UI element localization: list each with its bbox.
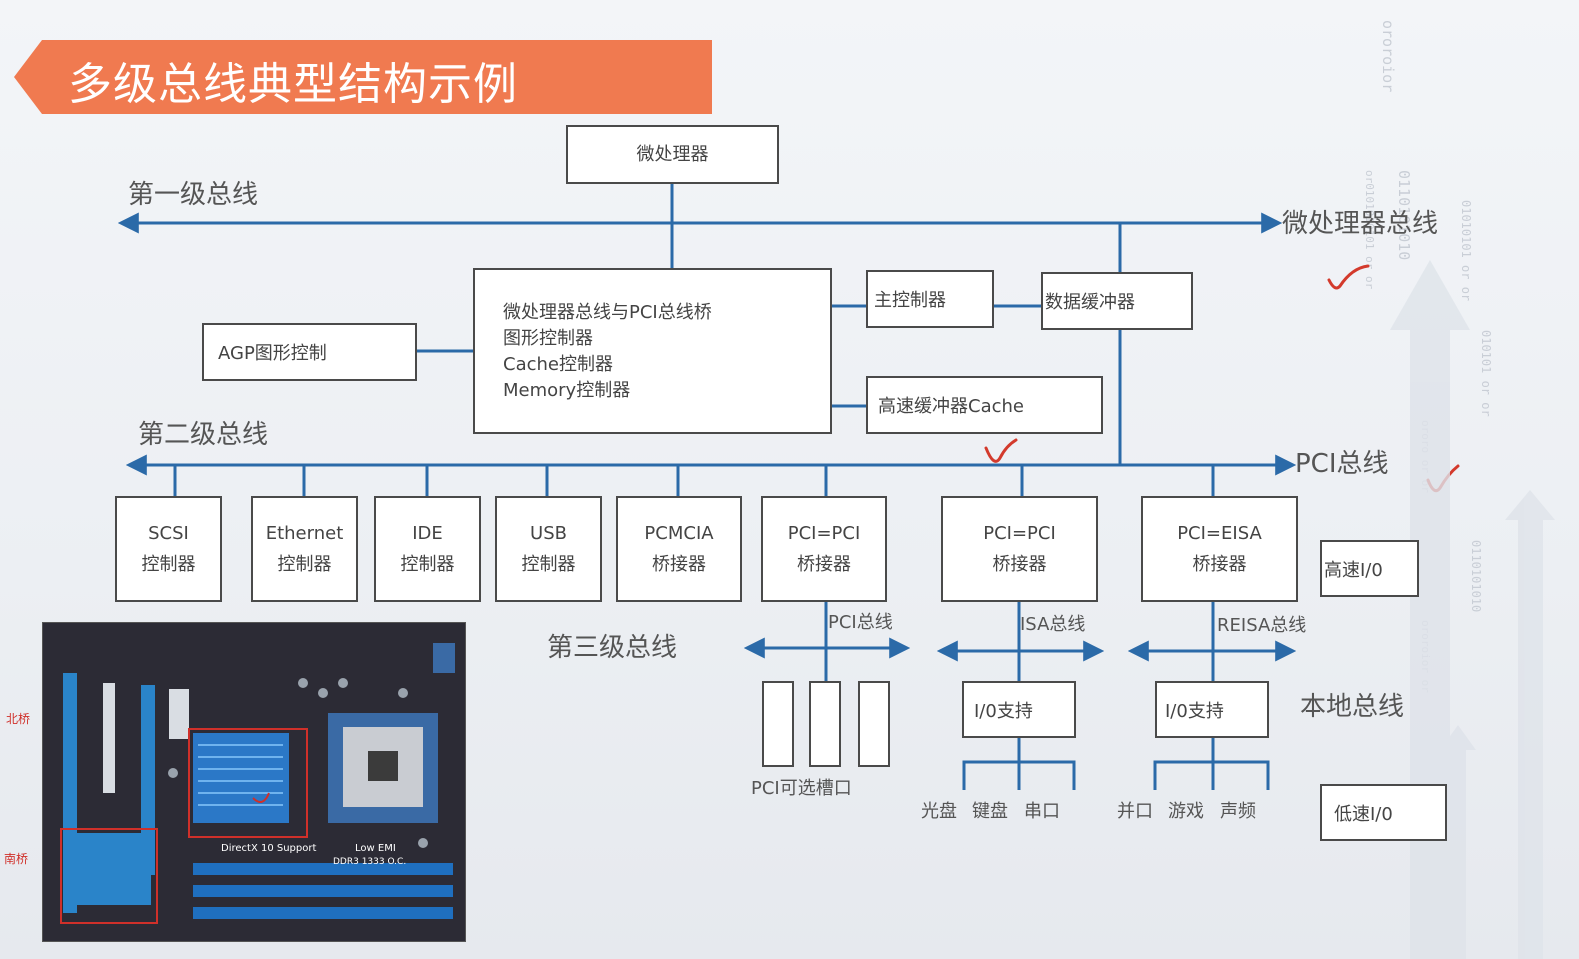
device-name: SCSI <box>148 522 189 544</box>
device-name: USB <box>530 522 567 544</box>
device-name: PCMCIA <box>644 522 714 544</box>
io-keyboard: 键盘 <box>972 801 1008 822</box>
title-banner <box>14 40 712 114</box>
southbridge-label: 南桥 <box>4 852 29 866</box>
pcmcia-bridge-box: PCMCIA 桥接器 <box>616 496 742 602</box>
ethernet-controller-box: Ethernet 控制器 <box>251 496 358 602</box>
io-support-box-2: I/0支持 <box>1155 681 1269 738</box>
io-support-label: I/0支持 <box>974 700 1033 722</box>
pci-eisa-bridge-box: PCI=EISA 桥接器 <box>1141 496 1298 602</box>
main-controller-box: 主控制器 <box>866 270 994 328</box>
device-name: IDE <box>412 522 443 544</box>
northbridge-label: 北桥 <box>6 712 31 726</box>
io-support-label: I/0支持 <box>1165 700 1224 722</box>
page-title: 多级总线典型结构示例 <box>68 59 518 110</box>
io-audio: 声频 <box>1220 801 1256 822</box>
io-parallel: 并口 <box>1117 801 1153 822</box>
main-controller-label: 主控制器 <box>874 290 946 311</box>
device-name: PCI=EISA <box>1177 522 1262 544</box>
reisa-bus-label: REISA总线 <box>1217 615 1307 636</box>
pci-bridge-box: 微处理器总线与PCI总线桥 图形控制器 Cache控制器 Memory控制器 <box>473 268 832 434</box>
device-type: 桥接器 <box>797 554 851 575</box>
bridge-line-2: 图形控制器 <box>503 328 593 349</box>
cpu-label: 微处理器 <box>636 143 709 165</box>
device-type: 控制器 <box>277 554 332 575</box>
agp-box: AGP图形控制 <box>202 323 417 381</box>
bridge-line-3: Cache控制器 <box>503 354 613 375</box>
device-name: PCI=PCI <box>983 522 1056 544</box>
cache-box: 高速缓冲器Cache <box>866 376 1103 434</box>
ide-controller-box: IDE 控制器 <box>374 496 481 602</box>
isa-bus-label: ISA总线 <box>1020 614 1086 635</box>
io-optical: 光盘 <box>921 801 957 822</box>
data-buffer-label: 数据缓冲器 <box>1045 292 1135 313</box>
device-name: PCI=PCI <box>787 522 861 544</box>
high-speed-io-label: 高速I/0 <box>1324 559 1383 581</box>
bridge-line-1: 微处理器总线与PCI总线桥 <box>503 302 712 323</box>
device-type: 桥接器 <box>992 554 1047 575</box>
io-game: 游戏 <box>1168 801 1204 822</box>
pci-pci-bridge-2-box: PCI=PCI 桥接器 <box>941 496 1098 602</box>
device-type: 桥接器 <box>1192 554 1247 575</box>
cpu-box: 微处理器 <box>566 125 779 184</box>
local-bus-label: 本地总线 <box>1300 692 1405 722</box>
board-text-ddr: DDR3 1333 O.C. <box>333 857 407 867</box>
level1-bus-label: 第一级总线 <box>128 180 259 210</box>
level2-bus-label: 第二级总线 <box>138 420 269 450</box>
device-name: Ethernet <box>265 522 344 544</box>
scsi-controller-box: SCSI 控制器 <box>115 496 222 602</box>
motherboard-photo: DirectX 10 Support Low EMI DDR3 1333 O.C… <box>42 622 466 942</box>
level3-bus-label: 第三级总线 <box>547 633 678 663</box>
data-buffer-box: 数据缓冲器 <box>1041 272 1193 330</box>
device-type: 控制器 <box>141 554 196 575</box>
usb-controller-box: USB 控制器 <box>495 496 602 602</box>
board-text-emi: Low EMI <box>355 843 396 854</box>
cache-label: 高速缓冲器Cache <box>878 396 1024 417</box>
pci-pci-bridge-1-box: PCI=PCI 桥接器 <box>761 496 887 602</box>
board-text-directx: DirectX 10 Support <box>221 843 317 854</box>
pci-slots-label: PCI可选槽口 <box>751 778 852 799</box>
bridge-line-4: Memory控制器 <box>503 380 631 401</box>
low-speed-io-box: 低速I/0 <box>1320 784 1447 841</box>
pci-bus-label: PCI总线 <box>1295 449 1389 479</box>
io-support-box-1: I/0支持 <box>962 681 1076 738</box>
agp-label: AGP图形控制 <box>218 343 327 364</box>
io-serial: 串口 <box>1024 801 1060 822</box>
device-type: 桥接器 <box>652 554 706 575</box>
pci-bus-sub-label: PCI总线 <box>828 612 893 633</box>
device-type: 控制器 <box>400 554 455 575</box>
cpu-bus-label: 微处理器总线 <box>1282 209 1439 239</box>
low-speed-io-label: 低速I/0 <box>1334 803 1393 825</box>
device-type: 控制器 <box>521 554 576 575</box>
high-speed-io-box: 高速I/0 <box>1320 540 1419 597</box>
